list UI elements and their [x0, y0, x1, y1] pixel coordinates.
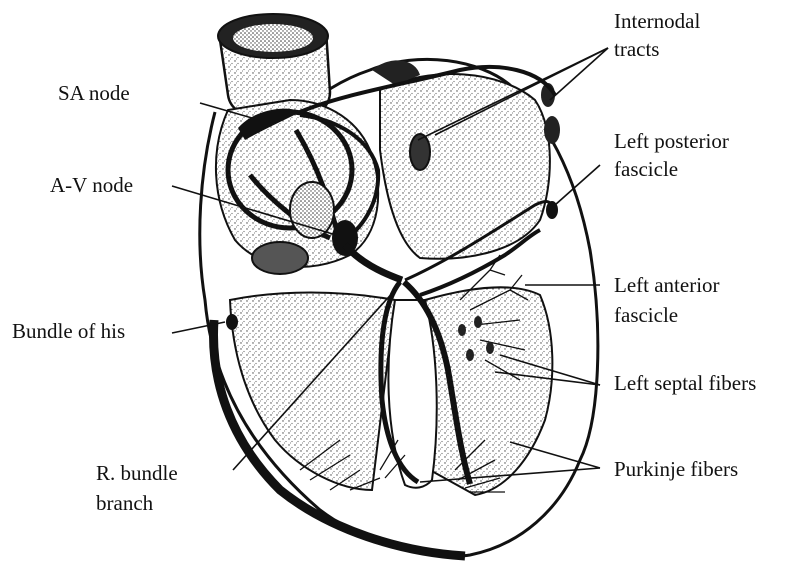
label-r-bundle-branch-line1: R. bundle [96, 460, 178, 487]
tricuspid-orifice [252, 242, 308, 274]
label-left-posterior-fascicle-line2: fascicle [614, 156, 678, 183]
label-av-node: A-V node [50, 172, 133, 199]
coronary-sinus [290, 182, 334, 238]
label-bundle-of-his: Bundle of his [12, 318, 125, 345]
label-left-septal-fibers: Left septal fibers [614, 370, 756, 397]
label-r-bundle-branch-line2: branch [96, 490, 153, 517]
label-purkinje-fibers: Purkinje fibers [614, 456, 738, 483]
label-left-posterior-fascicle-line1: Left posterior [614, 128, 729, 155]
bundle-of-his [345, 245, 402, 280]
label-internodal-tracts-line1: Internodal [614, 8, 700, 35]
label-sa-node: SA node [58, 80, 130, 107]
label-left-anterior-fascicle-line2: fascicle [614, 302, 678, 329]
left-atrium [380, 74, 550, 259]
bundle-of-his-marker [226, 314, 238, 330]
label-internodal-tracts-line2: tracts [614, 36, 659, 63]
label-left-anterior-fascicle-line1: Left anterior [614, 272, 720, 299]
